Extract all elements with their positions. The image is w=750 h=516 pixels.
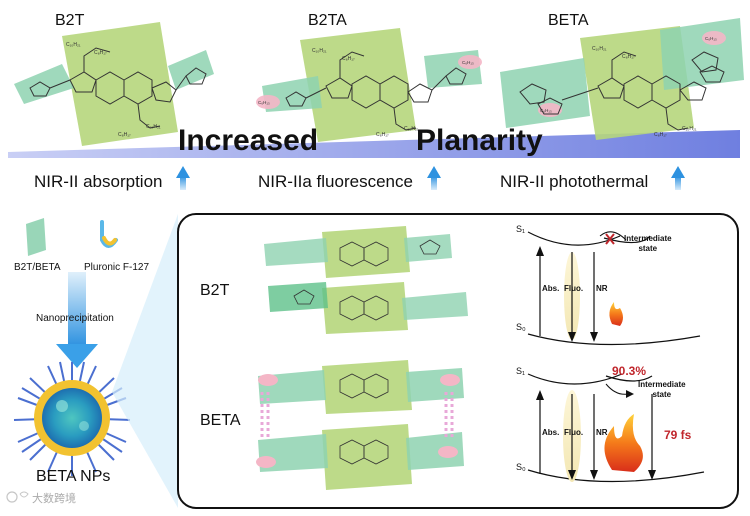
- jab1-s0: S₀: [516, 322, 526, 332]
- pluronic-icon: [100, 220, 118, 248]
- jab1-fluo: Fluo.: [564, 284, 584, 293]
- legend-pluronic-label: Pluronic F-127: [84, 262, 150, 273]
- svg-text:C₈H₁₇: C₈H₁₇: [376, 132, 389, 138]
- planarity-wedge: [8, 130, 740, 158]
- beta-stack: [256, 360, 464, 490]
- svg-text:C₆H₁₃: C₆H₁₃: [462, 60, 474, 65]
- up-arrow-icon: [671, 166, 685, 190]
- jab2-percent: 90.3%: [612, 364, 647, 378]
- row-label-b2t: B2T: [200, 282, 230, 299]
- jablonski-b2t: [527, 231, 701, 346]
- molecule-label-b2ta: B2TA: [308, 12, 347, 29]
- svg-text:C₁₀H₂₁: C₁₀H₂₁: [312, 48, 327, 54]
- watermark-logo: [6, 491, 29, 503]
- beta-molecule: C₁₀H₂₁ C₈H₁₇ C₈H₁₇ C₁₀H₂₁ C₆H₁₃ C₆H₁₃: [500, 18, 744, 140]
- jab1-abs: Abs.: [542, 284, 560, 293]
- nanoparticle-icon: [13, 361, 131, 476]
- zoom-wedge: [112, 214, 178, 508]
- molecule-label-beta: BETA: [548, 12, 589, 29]
- svg-text:C₈H₁₇: C₈H₁₇: [94, 50, 107, 56]
- banner-increased: Increased: [178, 124, 319, 157]
- watermark-text: 大数跨境: [32, 492, 76, 505]
- property-nir-ii-absorption: NIR-II absorption: [34, 172, 163, 191]
- property-nir-iia-fluorescence: NIR-IIa fluorescence: [258, 172, 413, 191]
- jab1-s1: S₁: [516, 224, 526, 234]
- product-label: BETA NPs: [36, 468, 111, 485]
- banner-planarity: Planarity: [416, 124, 543, 157]
- jab1-state: Intermediate state: [624, 234, 672, 253]
- jab2-fluo: Fluo.: [564, 428, 584, 437]
- svg-text:C₁₀H₂₁: C₁₀H₂₁: [404, 126, 419, 132]
- jab1-nr: NR: [596, 284, 608, 293]
- up-arrow-icon: [427, 166, 441, 190]
- svg-text:C₁₀H₂₁: C₁₀H₂₁: [146, 124, 161, 130]
- legend-beta-label: B2T/BETA: [14, 262, 61, 273]
- up-arrow-icon: [176, 166, 190, 190]
- property-nir-ii-photothermal: NIR-II photothermal: [500, 172, 649, 191]
- svg-text:C₆H₁₃: C₆H₁₃: [705, 36, 717, 41]
- down-arrow-icon: [56, 272, 98, 368]
- jab2-state: Intermediate state: [638, 380, 686, 399]
- b2ta-molecule: C₁₀H₂₁ C₈H₁₇ C₈H₁₇ C₁₀H₂₁ C₆H₁₃ C₆H₁₃: [256, 28, 482, 142]
- svg-text:C₈H₁₇: C₈H₁₇: [622, 54, 635, 60]
- flame-icon: [604, 414, 643, 472]
- b2t-molecule: C₁₀H₂₁ C₈H₁₇ C₈H₁₇ C₁₀H₂₁: [14, 22, 214, 146]
- flame-icon: [609, 302, 623, 326]
- jab2-s0: S₀: [516, 462, 526, 472]
- svg-text:C₆H₁₃: C₆H₁₃: [540, 108, 552, 113]
- jablonski-beta: [527, 373, 705, 483]
- process-label: Nanoprecipitation: [36, 313, 114, 324]
- property-arrows: [176, 166, 685, 190]
- b2t-stack: [264, 226, 468, 334]
- svg-text:C₈H₁₇: C₈H₁₇: [118, 132, 131, 138]
- molecule-label-b2t: B2T: [55, 12, 85, 29]
- jab2-nr: NR: [596, 428, 608, 437]
- svg-text:C₈H₁₇: C₈H₁₇: [342, 56, 355, 62]
- row-label-beta: BETA: [200, 412, 241, 429]
- sheet-icon: [26, 218, 46, 256]
- svg-text:C₁₀H₂₁: C₁₀H₂₁: [682, 126, 697, 132]
- svg-text:C₈H₁₇: C₈H₁₇: [654, 132, 667, 138]
- svg-text:C₆H₁₃: C₆H₁₃: [258, 100, 270, 105]
- svg-text:C₁₀H₂₁: C₁₀H₂₁: [592, 46, 607, 52]
- svg-text:C₁₀H₂₁: C₁₀H₂₁: [66, 42, 81, 48]
- jab2-abs: Abs.: [542, 428, 560, 437]
- jab2-time: 79 fs: [664, 428, 692, 442]
- jab2-s1: S₁: [516, 366, 526, 376]
